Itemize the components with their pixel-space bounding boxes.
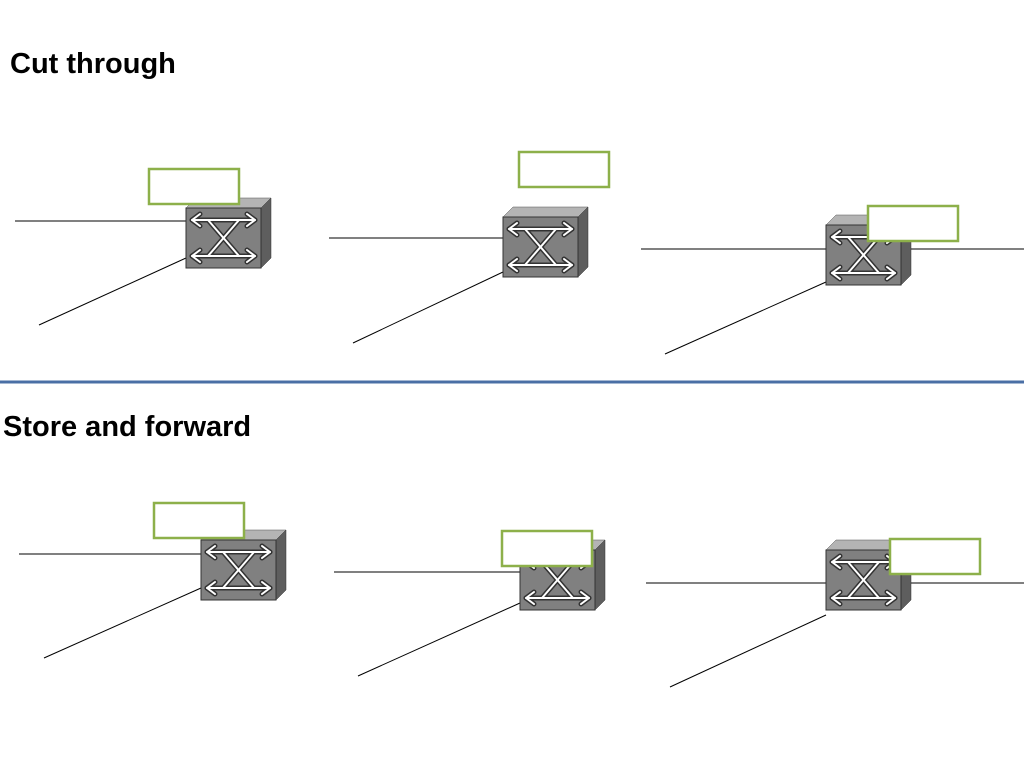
packet-frame-icon — [147, 167, 241, 206]
output-link — [43, 587, 202, 659]
network-switch-icon — [186, 198, 271, 268]
packet-frame-icon — [152, 501, 246, 540]
output-link — [669, 614, 827, 688]
network-switch-icon — [503, 207, 588, 277]
cut-through-step-1 — [15, 167, 271, 326]
output-link — [352, 271, 504, 344]
cut-through-step-3 — [641, 204, 1024, 355]
section-title-store-and-forward: Store and forward — [3, 411, 252, 443]
output-link — [357, 602, 521, 677]
output-link — [38, 257, 187, 326]
packet-frame-icon — [500, 529, 594, 568]
store-and-forward-step-1 — [19, 501, 286, 659]
output-link — [664, 281, 827, 355]
packet-frame-icon — [517, 150, 611, 189]
section-title-cut-through: Cut through — [10, 48, 176, 80]
packet-frame-icon — [888, 537, 982, 576]
store-and-forward-step-3 — [646, 537, 1024, 688]
store-and-forward-step-2 — [334, 529, 605, 677]
packet-frame-icon — [866, 204, 960, 243]
network-switch-icon — [201, 530, 286, 600]
cut-through-step-2 — [329, 150, 611, 344]
